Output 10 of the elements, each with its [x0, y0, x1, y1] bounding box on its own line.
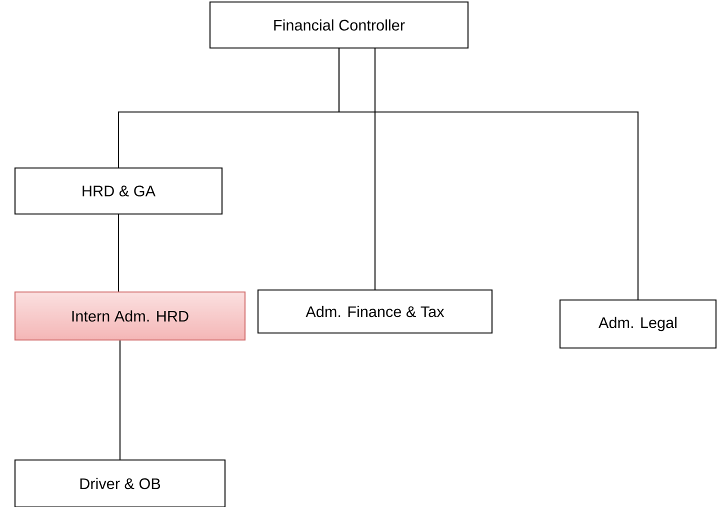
org-box: Financial Controller	[209, 1, 469, 49]
connector-line	[118, 214, 120, 292]
org-box: HRD & GA	[14, 167, 223, 215]
connector-line	[119, 340, 121, 460]
org-box: Driver & OB	[14, 459, 226, 507]
connector-line	[338, 48, 639, 300]
org-box: Adm. Legal	[559, 299, 717, 349]
org-box: Intern Adm. HRD	[14, 291, 246, 341]
org-box: Adm. Finance & Tax	[257, 289, 493, 334]
connector-line	[374, 48, 376, 290]
